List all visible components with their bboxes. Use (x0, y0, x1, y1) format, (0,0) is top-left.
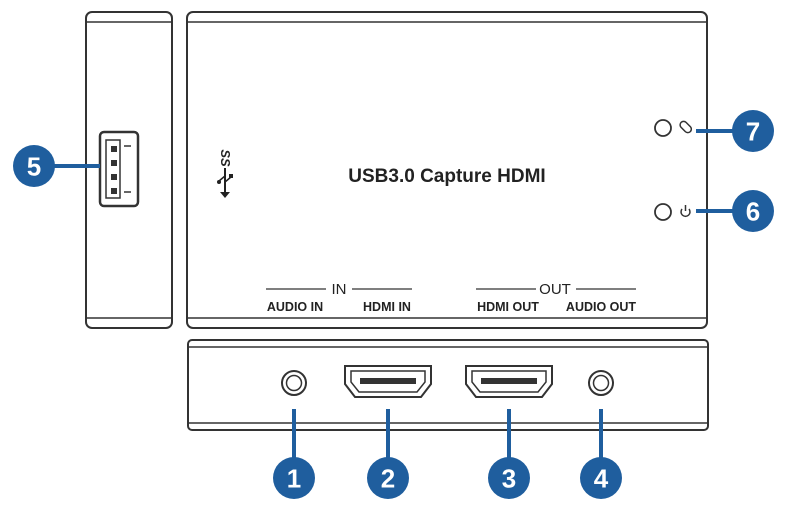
callout-1: 1 (273, 409, 315, 499)
group-out-label: OUT (539, 281, 571, 298)
audio-out-jack (588, 370, 614, 396)
device-front-view (187, 339, 709, 431)
usb-logo-text: SS (218, 149, 233, 167)
link-led (654, 119, 672, 137)
callout-4: 4 (580, 409, 622, 499)
device-top-view: SS USB3.0 Capture HDMI IN AUDIO IN HDMI (186, 11, 708, 329)
audio-out-label: AUDIO OUT (566, 300, 637, 314)
callout-4-label: 4 (594, 464, 609, 494)
callout-5-label: 5 (27, 152, 41, 182)
audio-in-label: AUDIO IN (267, 300, 323, 314)
group-in-label: IN (332, 281, 347, 298)
callout-1-label: 1 (287, 464, 301, 494)
audio-in-jack (281, 370, 307, 396)
hdmi-in-port (344, 365, 432, 398)
callout-6: 6 (696, 190, 774, 232)
callout-7-label: 7 (746, 117, 760, 147)
callout-6-label: 6 (746, 197, 760, 227)
device-title: USB3.0 Capture HDMI (348, 166, 545, 187)
callout-2-label: 2 (381, 464, 395, 494)
usb-a-port-icon (98, 130, 140, 208)
callout-7: 7 (696, 110, 774, 152)
callout-5: 5 (13, 145, 100, 187)
hdmi-out-label: HDMI OUT (477, 300, 539, 314)
callout-3-label: 3 (502, 464, 516, 494)
usb-superspeed-logo: SS (217, 149, 233, 198)
hdmi-out-port (465, 365, 553, 398)
link-icon (679, 120, 693, 134)
callout-2: 2 (367, 409, 409, 499)
callout-3: 3 (488, 409, 530, 499)
device-side-view (85, 11, 173, 329)
power-led (654, 203, 672, 221)
hdmi-in-label: HDMI IN (363, 300, 411, 314)
power-icon (680, 205, 691, 218)
